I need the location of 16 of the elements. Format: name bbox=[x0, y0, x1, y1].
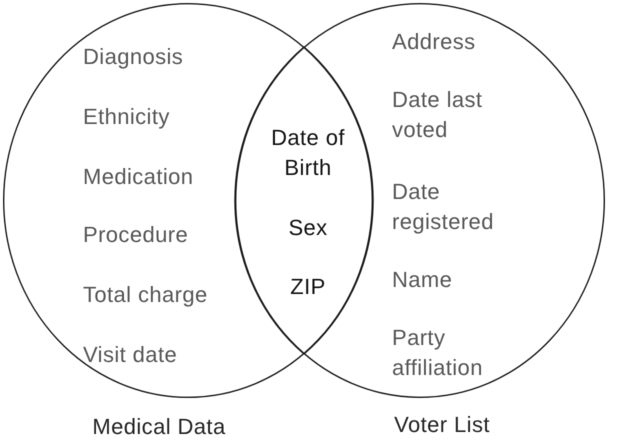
attribute-label: Diagnosis bbox=[83, 43, 184, 71]
attribute-label: Medication bbox=[83, 163, 194, 191]
shared-attribute-label: Date of Birth bbox=[270, 124, 346, 182]
attribute-label: Ethnicity bbox=[83, 103, 171, 131]
set-label: Medical Data bbox=[91, 413, 227, 441]
attribute-label: Address bbox=[392, 28, 477, 56]
attribute-label: Date last voted bbox=[392, 86, 484, 144]
attribute-label: Total charge bbox=[83, 281, 209, 309]
set-label: Voter List bbox=[393, 411, 491, 439]
shared-attribute-label: ZIP bbox=[289, 273, 327, 301]
attribute-label: Party affiliation bbox=[392, 324, 484, 382]
attribute-label: Visit date bbox=[83, 341, 178, 369]
attribute-label: Procedure bbox=[83, 221, 190, 249]
shared-attribute-label: Sex bbox=[287, 214, 329, 242]
attribute-label: Date registered bbox=[392, 178, 495, 236]
attribute-label: Name bbox=[392, 266, 454, 294]
